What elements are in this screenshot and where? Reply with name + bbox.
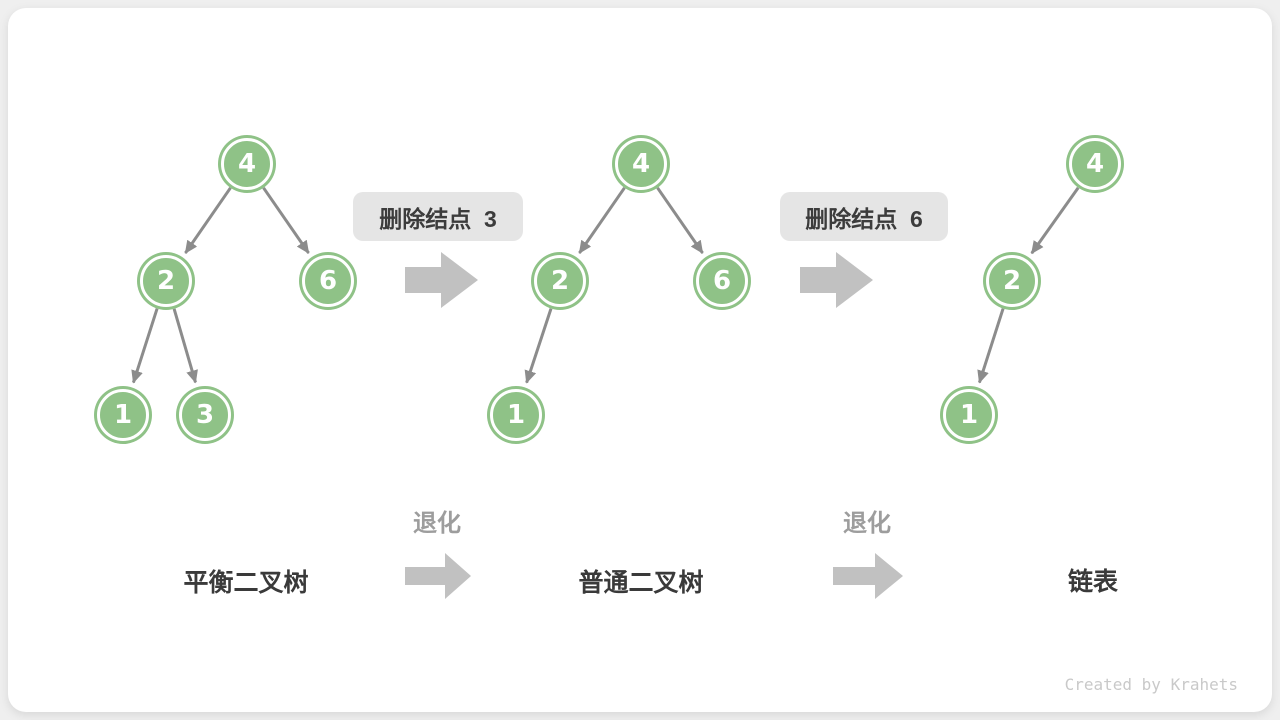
- linked-list-label: 链表: [1067, 568, 1119, 596]
- watermark-text: Created by Krahets: [1064, 675, 1238, 694]
- tree-edge-2-to-1: [977, 308, 1005, 384]
- tree-edge-4-to-2: [184, 186, 232, 254]
- degrade-arrow-icon-1: [405, 553, 471, 599]
- ordinary-binary-tree-label: 普通二叉树: [578, 569, 704, 597]
- degrade-arrow-icon-2: [833, 553, 903, 599]
- degrade-caption-1: 退化: [413, 510, 461, 537]
- balanced-binary-tree-label: 平衡二叉树: [183, 569, 309, 597]
- delete-node-3-badge: 删除结点 3: [353, 192, 523, 241]
- step-arrow-icon-1: [405, 252, 478, 308]
- tree-edge-4-to-2: [578, 186, 626, 254]
- tree-edge-2-to-3: [172, 308, 198, 384]
- tree-edge-4-to-6: [262, 186, 310, 254]
- tree-edge-2-to-1: [131, 308, 159, 384]
- tree-edge-4-to-2: [1030, 186, 1080, 255]
- step-arrow-icon-2: [800, 252, 873, 308]
- delete-node-6-badge: 删除结点 6: [780, 192, 948, 241]
- tree-edge-4-to-6: [656, 186, 704, 254]
- tree-edge-2-to-1: [524, 308, 553, 384]
- degrade-caption-2: 退化: [843, 510, 891, 537]
- canvas-card: [8, 8, 1272, 712]
